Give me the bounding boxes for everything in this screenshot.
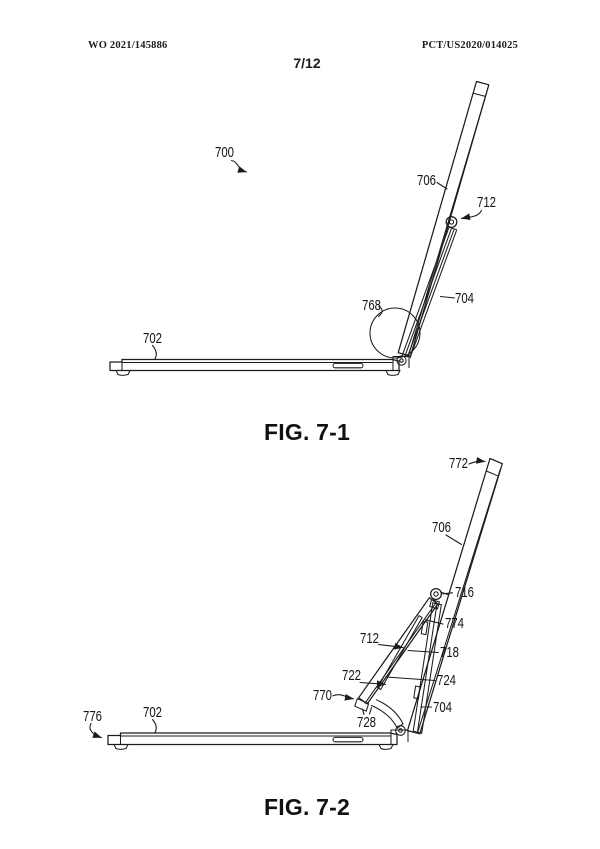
figure-7-1-drawing: 700 706 712 704 768 702 [109,80,496,376]
ref-716: 716 [455,584,474,601]
fig2-display [406,457,503,735]
ref-772: 772 [449,455,468,472]
ref-706: 706 [417,172,436,189]
fig1-top-hinge [445,216,458,228]
fig2-right-foot [378,743,394,750]
fig1-right-foot [385,369,401,376]
fig1-reference-numerals: 700 706 712 704 768 702 [143,144,496,347]
fig1-detail-circle [369,307,421,359]
fig1-kickstand [401,226,458,359]
ref-702: 702 [143,704,162,721]
figure-7-2-drawing: 772 706 716 774 712 718 722 724 770 704 … [83,455,503,750]
ref-702: 702 [143,330,162,347]
ref-724: 724 [437,672,456,689]
fig2-support-arm [370,699,404,729]
fig1-base-hinge [396,355,407,366]
ref-700: 700 [215,144,234,161]
application-number: PCT/US2020/014025 [421,40,518,51]
ref-712: 712 [360,630,379,647]
ref-704: 704 [455,290,474,307]
fig2-bar-slot-upper [420,620,429,636]
fig1-hinge-bracket [392,355,410,371]
fig2-leader-lines [89,457,486,739]
ref-706: 706 [432,519,451,536]
fig2-left-foot [113,743,129,750]
ref-722: 722 [342,667,361,684]
ref-768: 768 [362,297,381,314]
sheet-page-indicator: 7/12 [293,55,321,71]
figure-7-1-caption: FIG. 7-1 [264,419,350,445]
fig2-reference-numerals: 772 706 716 774 712 718 722 724 770 704 … [83,455,474,731]
publication-number: WO 2021/145886 [88,40,168,51]
fig2-support-bar [412,602,442,734]
figure-7-2-caption: FIG. 7-2 [264,794,350,820]
ref-774: 774 [445,615,464,632]
fig1-left-foot [115,369,131,376]
fig2-kickstand-foot [354,698,370,712]
fig2-base [107,725,409,750]
ref-704: 704 [433,699,452,716]
ref-770: 770 [313,687,332,704]
fig1-leader-lines [151,159,483,360]
ref-776: 776 [83,708,102,725]
fig2-hinge-bracket [390,729,409,745]
fig2-bar-slot-lower [413,685,421,700]
ref-718: 718 [440,644,459,661]
ref-728: 728 [357,714,376,731]
ref-712: 712 [477,194,496,211]
fig1-base [109,355,410,376]
